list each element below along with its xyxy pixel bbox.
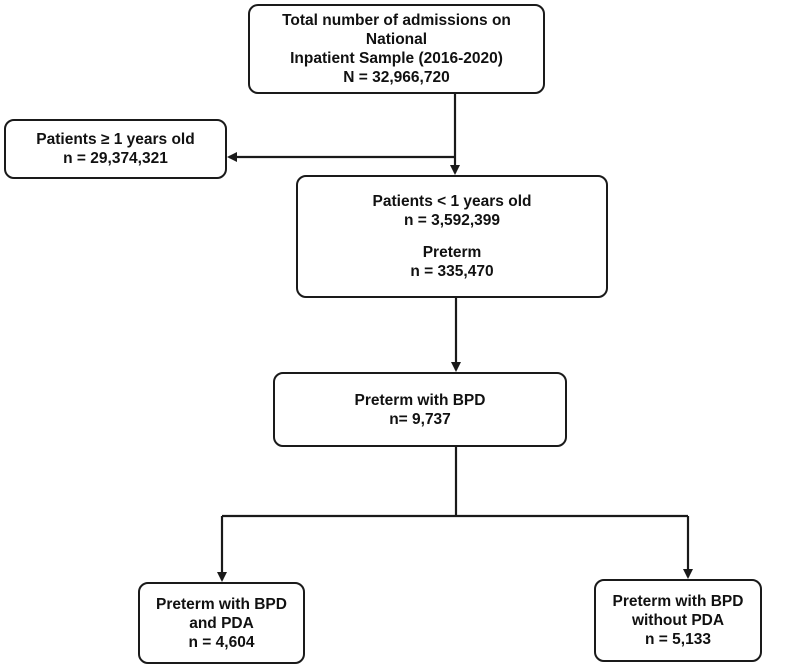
total-admissions-line2: Inpatient Sample (2016-2020) [290, 50, 503, 67]
bpd-without-pda-line2: without PDA [631, 612, 725, 629]
preterm-bpd-label: Preterm with BPD [354, 391, 486, 409]
younger-patients-count: n = 3,592,399 [403, 212, 501, 229]
older-patients-label: Patients ≥ 1 years old [36, 131, 195, 148]
bpd-without-pda-count: n = 5,133 [645, 631, 711, 648]
preterm-bpd-box: Preterm with BPD n= 9,737 [273, 372, 567, 447]
bpd-without-pda-line1: Preterm with BPD [612, 593, 744, 610]
total-admissions-count: N = 32,966,720 [343, 69, 450, 86]
bpd-without-pda-box: Preterm with BPD without PDA n = 5,133 [594, 579, 762, 662]
bpd-with-pda-count: n = 4,604 [188, 633, 255, 651]
younger-patients-label: Patients < 1 years old [372, 193, 532, 210]
younger-patients-box: Patients < 1 years old n = 3,592,399 Pre… [296, 175, 608, 298]
preterm-label: Preterm [422, 244, 482, 261]
preterm-bpd-count: n= 9,737 [389, 410, 451, 428]
bpd-with-pda-box: Preterm with BPD and PDA n = 4,604 [138, 582, 305, 664]
older-patients-box: Patients ≥ 1 years old n = 29,374,321 [4, 119, 227, 179]
total-admissions-box: Total number of admissions on National I… [248, 4, 545, 94]
preterm-count: n = 335,470 [410, 263, 494, 280]
older-patients-count: n = 29,374,321 [63, 150, 168, 167]
bpd-with-pda-line1: Preterm with BPD [156, 595, 287, 613]
bpd-with-pda-line2: and PDA [189, 614, 254, 632]
total-admissions-line1: Total number of admissions on National [282, 12, 511, 48]
